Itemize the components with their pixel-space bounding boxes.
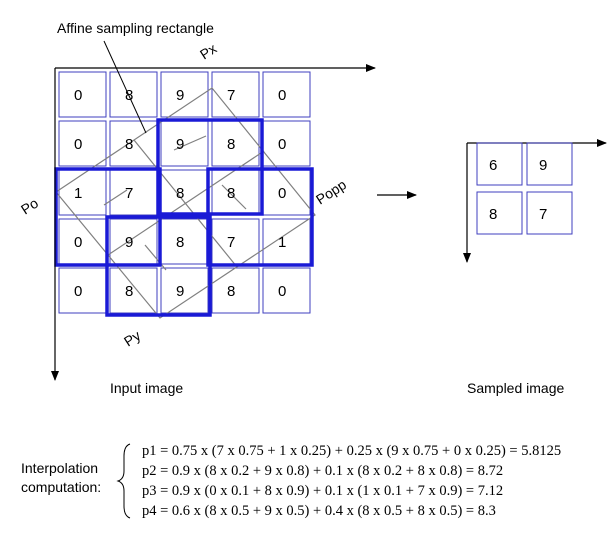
input-cell <box>58 218 107 265</box>
input-image-values: 0897008980178800987108980 <box>74 87 286 300</box>
popp-label: Popp <box>313 176 349 207</box>
px-label: Px <box>197 40 219 62</box>
input-cell <box>160 120 209 167</box>
annotation-leader-line <box>103 40 147 134</box>
sampled-image-caption: Sampled image <box>467 380 564 396</box>
input-cell <box>58 120 107 167</box>
interpolation-label-line1: Interpolation <box>21 460 98 476</box>
affine-pixel-mark-3 <box>103 189 128 206</box>
input-cell-value: 1 <box>278 234 286 251</box>
input-cell <box>262 71 311 118</box>
input-cell-value: 1 <box>74 185 82 202</box>
interpolation-neighbourhoods <box>54 118 314 317</box>
input-cell <box>109 71 158 118</box>
interpolation-label-line2: computation: <box>21 479 101 495</box>
affine-pixel-mark-2 <box>221 184 247 210</box>
neighbourhood-p4 <box>105 215 212 317</box>
interpolation-brace <box>116 443 131 519</box>
equation-p3: p3 = 0.9 x (0 x 0.1 + 8 x 0.9) + 0.1 x (… <box>142 483 503 499</box>
input-cell-value: 9 <box>125 234 133 251</box>
py-label: Py <box>121 327 143 349</box>
input-cell-value: 9 <box>176 136 184 153</box>
input-cell <box>262 169 311 216</box>
input-cell-value: 8 <box>176 234 184 251</box>
input-cell <box>211 71 260 118</box>
input-image-grid <box>58 71 311 314</box>
sampled-image-grid <box>476 142 573 235</box>
input-cell-value: 0 <box>278 87 286 104</box>
po-label: Po <box>18 195 41 218</box>
sampled-cell-value: 7 <box>539 206 547 223</box>
input-cell-value: 0 <box>74 283 82 300</box>
sampled-cell <box>476 191 523 235</box>
sampled-cell <box>476 142 523 186</box>
input-cell-value: 0 <box>74 87 82 104</box>
input-cell <box>109 267 158 314</box>
input-cell <box>58 267 107 314</box>
sampled-cell-value: 9 <box>539 157 547 174</box>
input-cell-value: 8 <box>125 136 133 153</box>
sampled-cell-value: 6 <box>489 157 497 174</box>
sampled-image-values: 6 9 8 7 <box>489 157 547 223</box>
input-cell <box>160 267 209 314</box>
input-cell-value: 7 <box>227 234 235 251</box>
affine-sampling-rectangle <box>55 87 316 319</box>
equation-p1: p1 = 0.75 x (7 x 0.75 + 1 x 0.25) + 0.25… <box>142 443 561 459</box>
affine-sampling-label: Affine sampling rectangle <box>57 20 214 36</box>
input-cell-value: 8 <box>125 283 133 300</box>
neighbourhood-p2 <box>156 118 264 216</box>
input-image-caption: Input image <box>110 380 183 396</box>
input-cell-value: 0 <box>74 136 82 153</box>
input-cell <box>58 71 107 118</box>
input-cell <box>160 218 209 265</box>
input-cell <box>262 267 311 314</box>
input-cell-value: 9 <box>176 283 184 300</box>
input-cell-value: 8 <box>227 283 235 300</box>
input-cell-value: 7 <box>125 185 133 202</box>
input-cell-value: 8 <box>176 185 184 202</box>
input-cell-value: 7 <box>227 87 235 104</box>
input-cell <box>109 218 158 265</box>
affine-pixel-mark-4 <box>144 244 167 271</box>
input-cell <box>109 169 158 216</box>
interpolation-equations: p1 = 0.75 x (7 x 0.75 + 1 x 0.25) + 0.25… <box>142 443 561 519</box>
input-cell-value: 0 <box>278 185 286 202</box>
input-cell <box>211 169 260 216</box>
equation-p4: p4 = 0.6 x (8 x 0.5 + 9 x 0.5) + 0.4 x (… <box>142 503 496 519</box>
input-cell <box>211 267 260 314</box>
input-cell-value: 8 <box>227 136 235 153</box>
input-cell-value: 0 <box>278 136 286 153</box>
input-cell <box>58 169 107 216</box>
input-cell <box>160 71 209 118</box>
input-cell-value: 9 <box>176 87 184 104</box>
input-cell-value: 0 <box>278 283 286 300</box>
affine-outer-rectangle <box>55 87 316 319</box>
sampled-cell <box>526 191 573 235</box>
input-cell-value: 8 <box>227 185 235 202</box>
sampled-cell <box>526 142 573 186</box>
equation-p2: p2 = 0.9 x (8 x 0.2 + 9 x 0.8) + 0.1 x (… <box>142 463 503 479</box>
sampled-cell-value: 8 <box>489 206 497 223</box>
affine-pixel-mark-1 <box>173 135 207 151</box>
input-cell <box>262 218 311 265</box>
input-cell-value: 0 <box>74 234 82 251</box>
